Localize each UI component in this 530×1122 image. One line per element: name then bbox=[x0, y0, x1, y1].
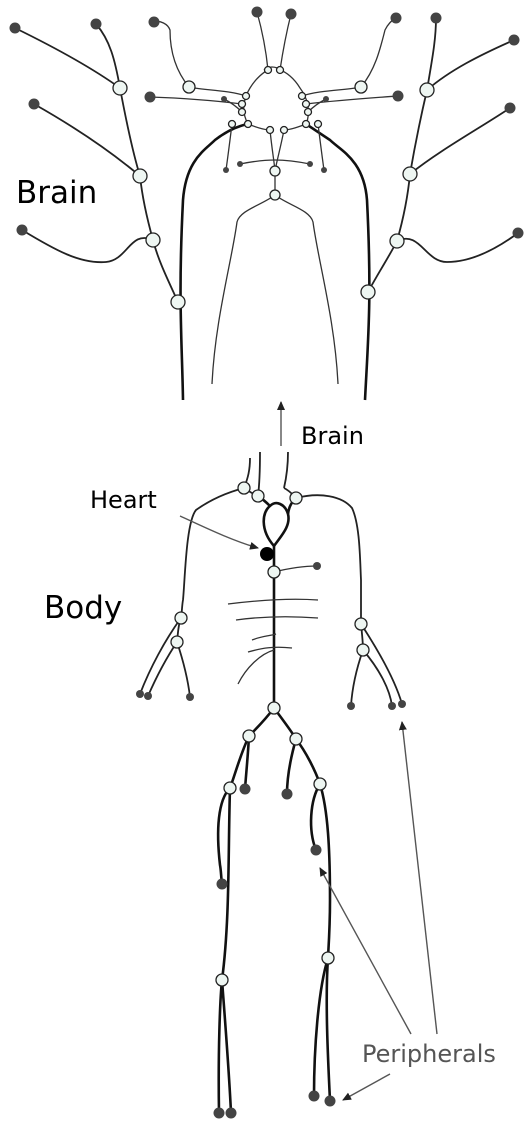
heart-label: Heart bbox=[90, 488, 157, 512]
heart-dot bbox=[260, 547, 274, 561]
body-label: Body bbox=[44, 593, 122, 624]
body-network bbox=[136, 452, 406, 1119]
peripherals-label: Peripherals bbox=[362, 1042, 496, 1066]
brain-arrow-label: Brain bbox=[301, 424, 364, 448]
brain-label: Brain bbox=[16, 178, 97, 209]
heart-arrow bbox=[180, 516, 258, 548]
